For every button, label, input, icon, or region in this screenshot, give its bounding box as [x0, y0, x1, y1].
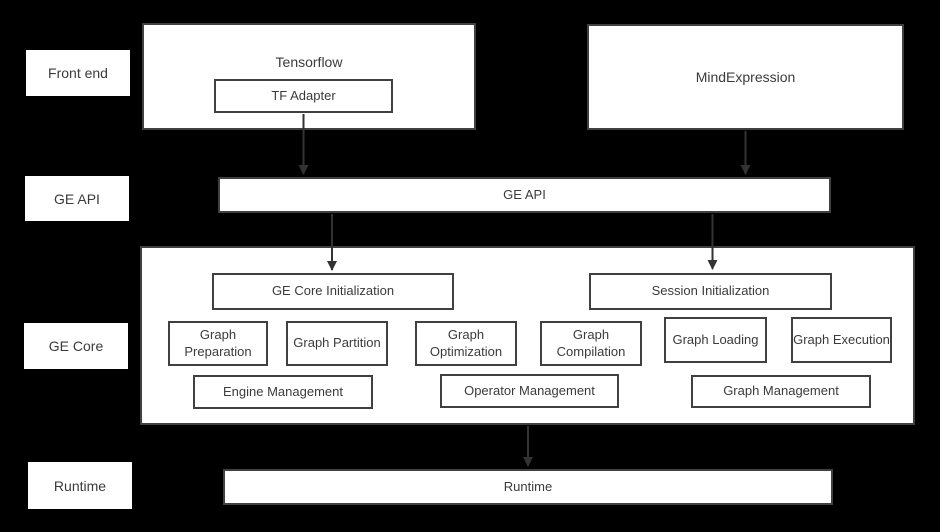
tensorflow-box: Tensorflow TF Adapter [142, 23, 476, 130]
row-label-runtime: Runtime [28, 462, 132, 509]
graph-compilation-box: Graph Compilation [540, 321, 642, 366]
tf-adapter-box: TF Adapter [214, 79, 393, 113]
mindexpression-box: MindExpression [587, 24, 904, 130]
ge-core-container: GE Core Initialization Session Initializ… [140, 246, 915, 425]
operator-management-box: Operator Management [440, 374, 619, 408]
row-label-ge-core: GE Core [24, 323, 128, 369]
graph-loading-box: Graph Loading [664, 317, 767, 363]
runtime-bar: Runtime [223, 469, 833, 505]
graph-partition-box: Graph Partition [286, 321, 388, 366]
row-label-ge-api: GE API [25, 176, 129, 221]
tensorflow-title: Tensorflow [275, 54, 343, 70]
graph-optimization-box: Graph Optimization [415, 321, 517, 366]
graph-management-box: Graph Management [691, 375, 871, 408]
ge-core-initialization-box: GE Core Initialization [212, 273, 454, 310]
session-initialization-box: Session Initialization [589, 273, 832, 310]
graph-execution-box: Graph Execution [791, 317, 892, 363]
graph-preparation-box: Graph Preparation [168, 321, 268, 366]
row-label-front-end: Front end [26, 50, 130, 96]
engine-management-box: Engine Management [193, 375, 373, 409]
ge-api-bar: GE API [218, 177, 831, 213]
